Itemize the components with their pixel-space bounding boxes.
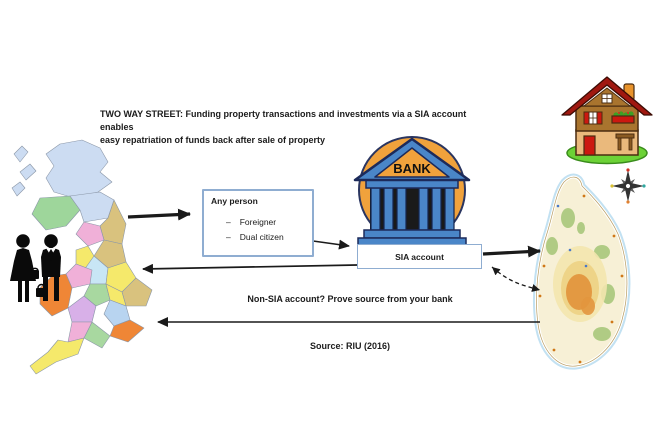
list-item-label: Dual citizen (239, 232, 284, 243)
any-person-items: – Foreigner – Dual citizen (204, 215, 312, 246)
list-item: – Dual citizen (204, 230, 312, 245)
house-icon (561, 76, 653, 165)
diagram-title: TWO WAY STREET: Funding property transac… (100, 108, 502, 147)
diagram-title-line1: TWO WAY STREET: Funding property transac… (100, 109, 467, 133)
bank-label: BANK (393, 161, 431, 176)
list-item-label: Foreigner (239, 217, 277, 227)
non-sia-label: Non-SIA account? Prove source from your … (247, 294, 453, 304)
arrow-anyperson-to-sia (312, 239, 350, 250)
diagram-title-line2: easy repatriation of funds back after sa… (100, 135, 326, 146)
sri-lanka-topographic-map (533, 168, 646, 370)
business-couple-icon (10, 234, 61, 302)
sia-account-label: SIA account (395, 251, 444, 262)
uk-regions-map (11, 139, 153, 375)
any-person-box: Any person – Foreigner – Dual citizen (202, 189, 314, 257)
list-item: – Foreigner (204, 215, 312, 230)
compass-rose-icon (610, 168, 646, 204)
source-citation: Source: RIU (2016) (309, 341, 391, 351)
bank-building-icon: BANK (353, 136, 471, 246)
any-person-heading: Any person (211, 196, 258, 206)
arrow-sia-to-uk (142, 263, 358, 274)
bullet-dash: – (226, 217, 231, 227)
sia-account-box: SIA account (357, 244, 482, 269)
bullet-dash: – (226, 232, 231, 243)
